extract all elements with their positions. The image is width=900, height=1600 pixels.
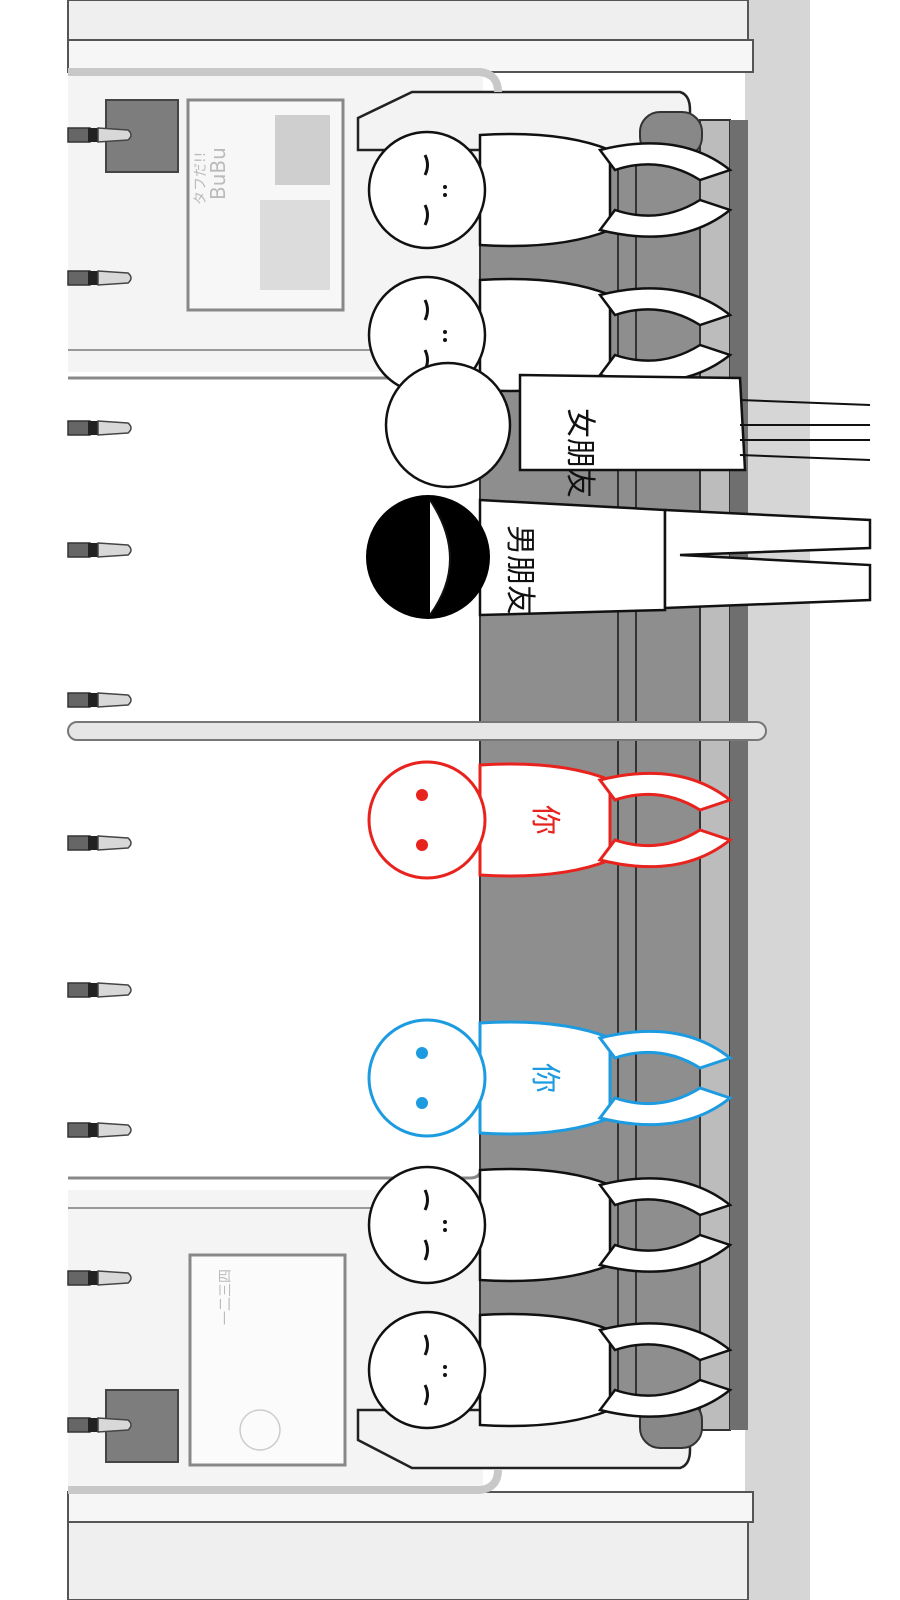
seated-passenger (367, 130, 733, 250)
hand-strap[interactable] (67, 692, 132, 708)
bench-edge-dark (730, 120, 748, 1430)
seated-passenger (367, 1165, 733, 1285)
poster-top-title: BuBu (206, 147, 230, 200)
hand-strap[interactable] (67, 982, 132, 998)
girlfriend-label: 女朋友 (562, 408, 597, 498)
hand-straps (67, 127, 132, 1433)
poster-top: BuBu タフだ!! (186, 98, 345, 312)
hand-strap[interactable] (67, 1270, 132, 1286)
poster-bottom: 一二三四 (188, 1253, 347, 1467)
hand-strap[interactable] (67, 420, 132, 436)
bottom-ledge (67, 1491, 754, 1523)
center-pole[interactable] (67, 721, 767, 741)
rail-bottom (68, 1469, 502, 1494)
boyfriend-label: 男朋友 (502, 525, 537, 615)
boyfriend-figure[interactable]: 男朋友 (366, 495, 872, 619)
hand-strap[interactable] (67, 835, 132, 851)
hand-strap[interactable] (67, 127, 132, 143)
seated-passenger (367, 1310, 733, 1430)
top-wall-panel (67, 0, 749, 41)
top-ledge (67, 39, 754, 73)
poster-top-subtitle: タフだ!! (193, 152, 209, 205)
girlfriend-figure[interactable]: 女朋友 (384, 361, 871, 498)
hand-strap[interactable] (67, 1417, 132, 1433)
hand-strap[interactable] (67, 1122, 132, 1138)
poster-bottom-text: 一二三四 (218, 1269, 234, 1325)
you-red-label: 你 (527, 805, 562, 835)
outer-strip (745, 0, 810, 1600)
you-blue-figure[interactable]: 你 (367, 1018, 734, 1138)
rail-top (68, 68, 502, 93)
you-red-figure[interactable]: 你 (367, 760, 734, 880)
bottom-wall-panel (67, 1521, 749, 1600)
hand-strap[interactable] (67, 270, 132, 286)
hand-strap[interactable] (67, 542, 132, 558)
you-blue-label: 你 (527, 1063, 562, 1093)
